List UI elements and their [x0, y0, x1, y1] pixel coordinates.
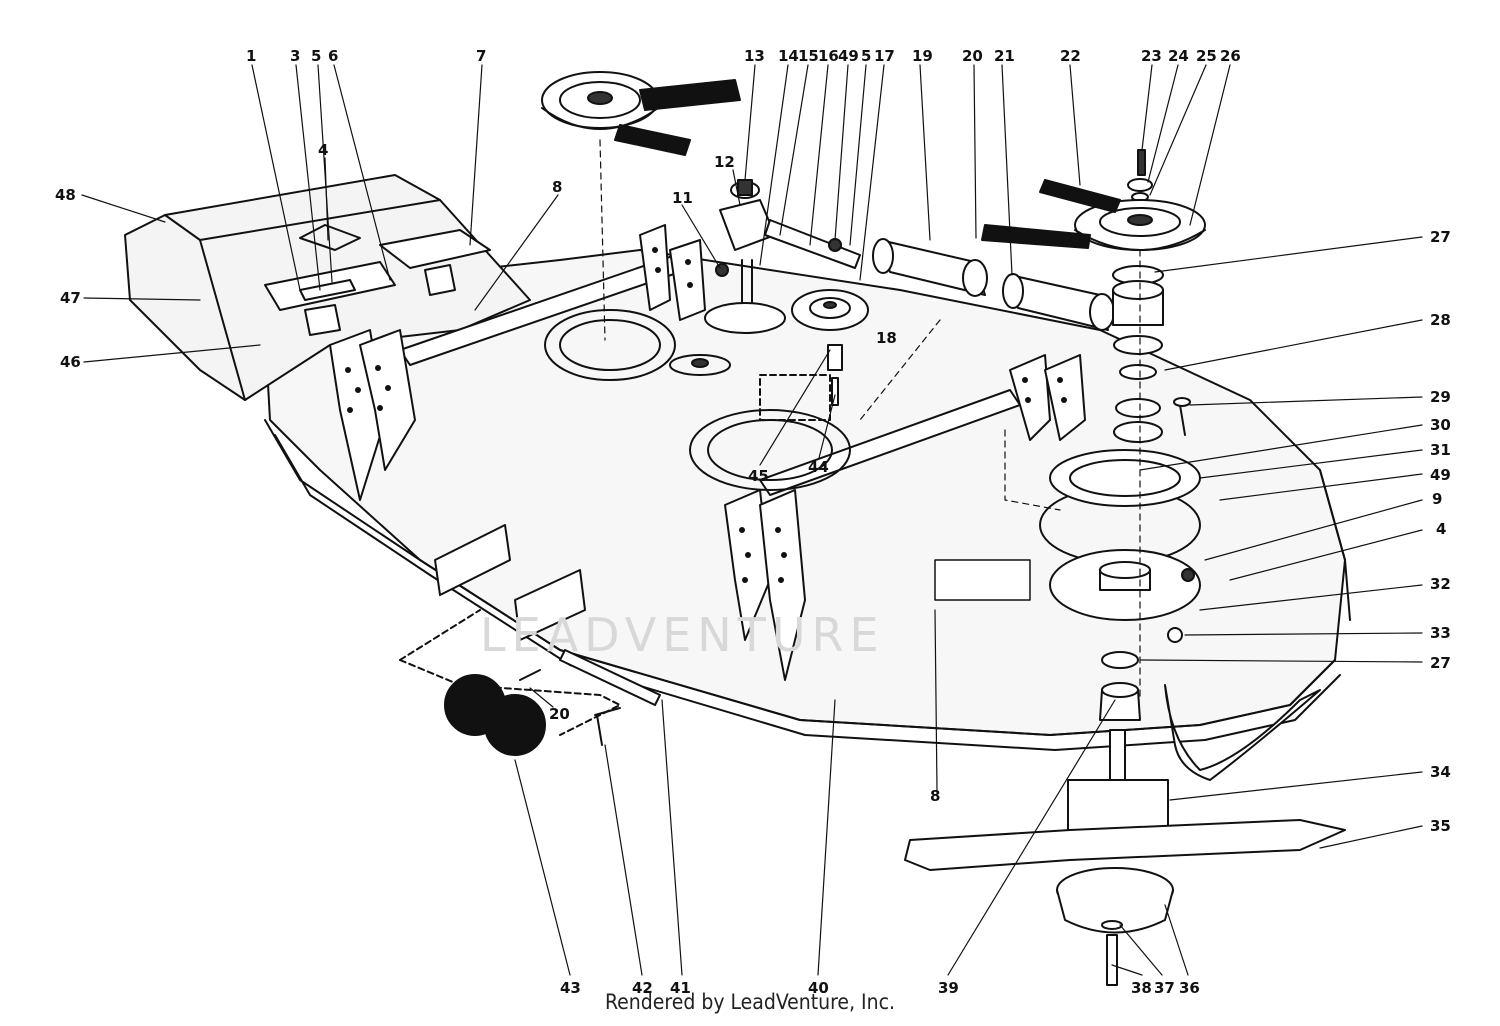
callout-27: 27 — [1430, 654, 1451, 672]
callout-47: 47 — [60, 289, 81, 307]
callout-15: 15 — [798, 47, 819, 65]
callout-16: 16 — [818, 47, 839, 65]
callout-13: 13 — [744, 47, 765, 65]
left-spindle-pulley — [541, 71, 741, 156]
callout-7: 7 — [476, 47, 486, 65]
callout-20: 20 — [549, 705, 570, 723]
callout-9: 9 — [1432, 490, 1442, 508]
callout-17: 17 — [874, 47, 895, 65]
callout-1: 1 — [246, 47, 256, 65]
callout-44: 44 — [808, 458, 829, 476]
callout-27: 27 — [1430, 228, 1451, 246]
callout-14: 14 — [778, 47, 799, 65]
callout-40: 40 — [808, 979, 829, 997]
callout-35: 35 — [1430, 817, 1451, 835]
callout-34: 34 — [1430, 763, 1451, 781]
callout-49: 49 — [838, 47, 859, 65]
callout-49: 49 — [1430, 466, 1451, 484]
callout-6: 6 — [328, 47, 338, 65]
callout-30: 30 — [1430, 416, 1451, 434]
callout-36: 36 — [1179, 979, 1200, 997]
callout-8: 8 — [930, 787, 940, 805]
callout-22: 22 — [1060, 47, 1081, 65]
callout-43: 43 — [560, 979, 581, 997]
callout-39: 39 — [938, 979, 959, 997]
callout-18: 18 — [876, 329, 897, 347]
callout-8: 8 — [552, 178, 562, 196]
height-adjust-plates — [329, 224, 1086, 681]
callout-12: 12 — [714, 153, 735, 171]
callout-48: 48 — [55, 186, 76, 204]
callout-38: 38 — [1131, 979, 1152, 997]
callout-26: 26 — [1220, 47, 1241, 65]
callout-11: 11 — [672, 189, 693, 207]
leader-lines — [81, 64, 1423, 976]
center-spindle — [669, 344, 843, 421]
idler-assembly — [704, 179, 869, 334]
callout-labels: 1 3 5 6 4 7 48 47 46 8 13 12 11 14 15 16… — [55, 47, 1451, 997]
callout-25: 25 — [1196, 47, 1217, 65]
right-bumper-bar — [1164, 684, 1321, 781]
blade-assembly — [904, 729, 1346, 986]
watermark: LEADVENTURE — [480, 608, 885, 662]
callout-4: 4 — [1436, 520, 1446, 538]
callout-5: 5 — [311, 47, 321, 65]
callout-28: 28 — [1430, 311, 1451, 329]
callout-37: 37 — [1154, 979, 1175, 997]
callout-24: 24 — [1168, 47, 1189, 65]
callout-23: 23 — [1141, 47, 1162, 65]
callout-5: 5 — [861, 47, 871, 65]
footer-credit: Rendered by LeadVenture, Inc. — [605, 990, 895, 1014]
left-hanger-bracket — [264, 229, 491, 336]
callout-33: 33 — [1430, 624, 1451, 642]
callout-31: 31 — [1430, 441, 1451, 459]
callout-41: 41 — [670, 979, 691, 997]
right-spindle-stack — [981, 149, 1206, 721]
callout-3: 3 — [290, 47, 300, 65]
callout-29: 29 — [1430, 388, 1451, 406]
callout-20: 20 — [962, 47, 983, 65]
alignment-lines — [599, 139, 1141, 701]
callout-19: 19 — [912, 47, 933, 65]
callout-21: 21 — [994, 47, 1015, 65]
callout-4: 4 — [318, 141, 328, 159]
callout-42: 42 — [632, 979, 653, 997]
front-wheel-brackets — [399, 524, 661, 756]
callout-32: 32 — [1430, 575, 1451, 593]
deck-decal — [934, 559, 1031, 601]
callout-45: 45 — [748, 467, 769, 485]
callout-46: 46 — [60, 353, 81, 371]
